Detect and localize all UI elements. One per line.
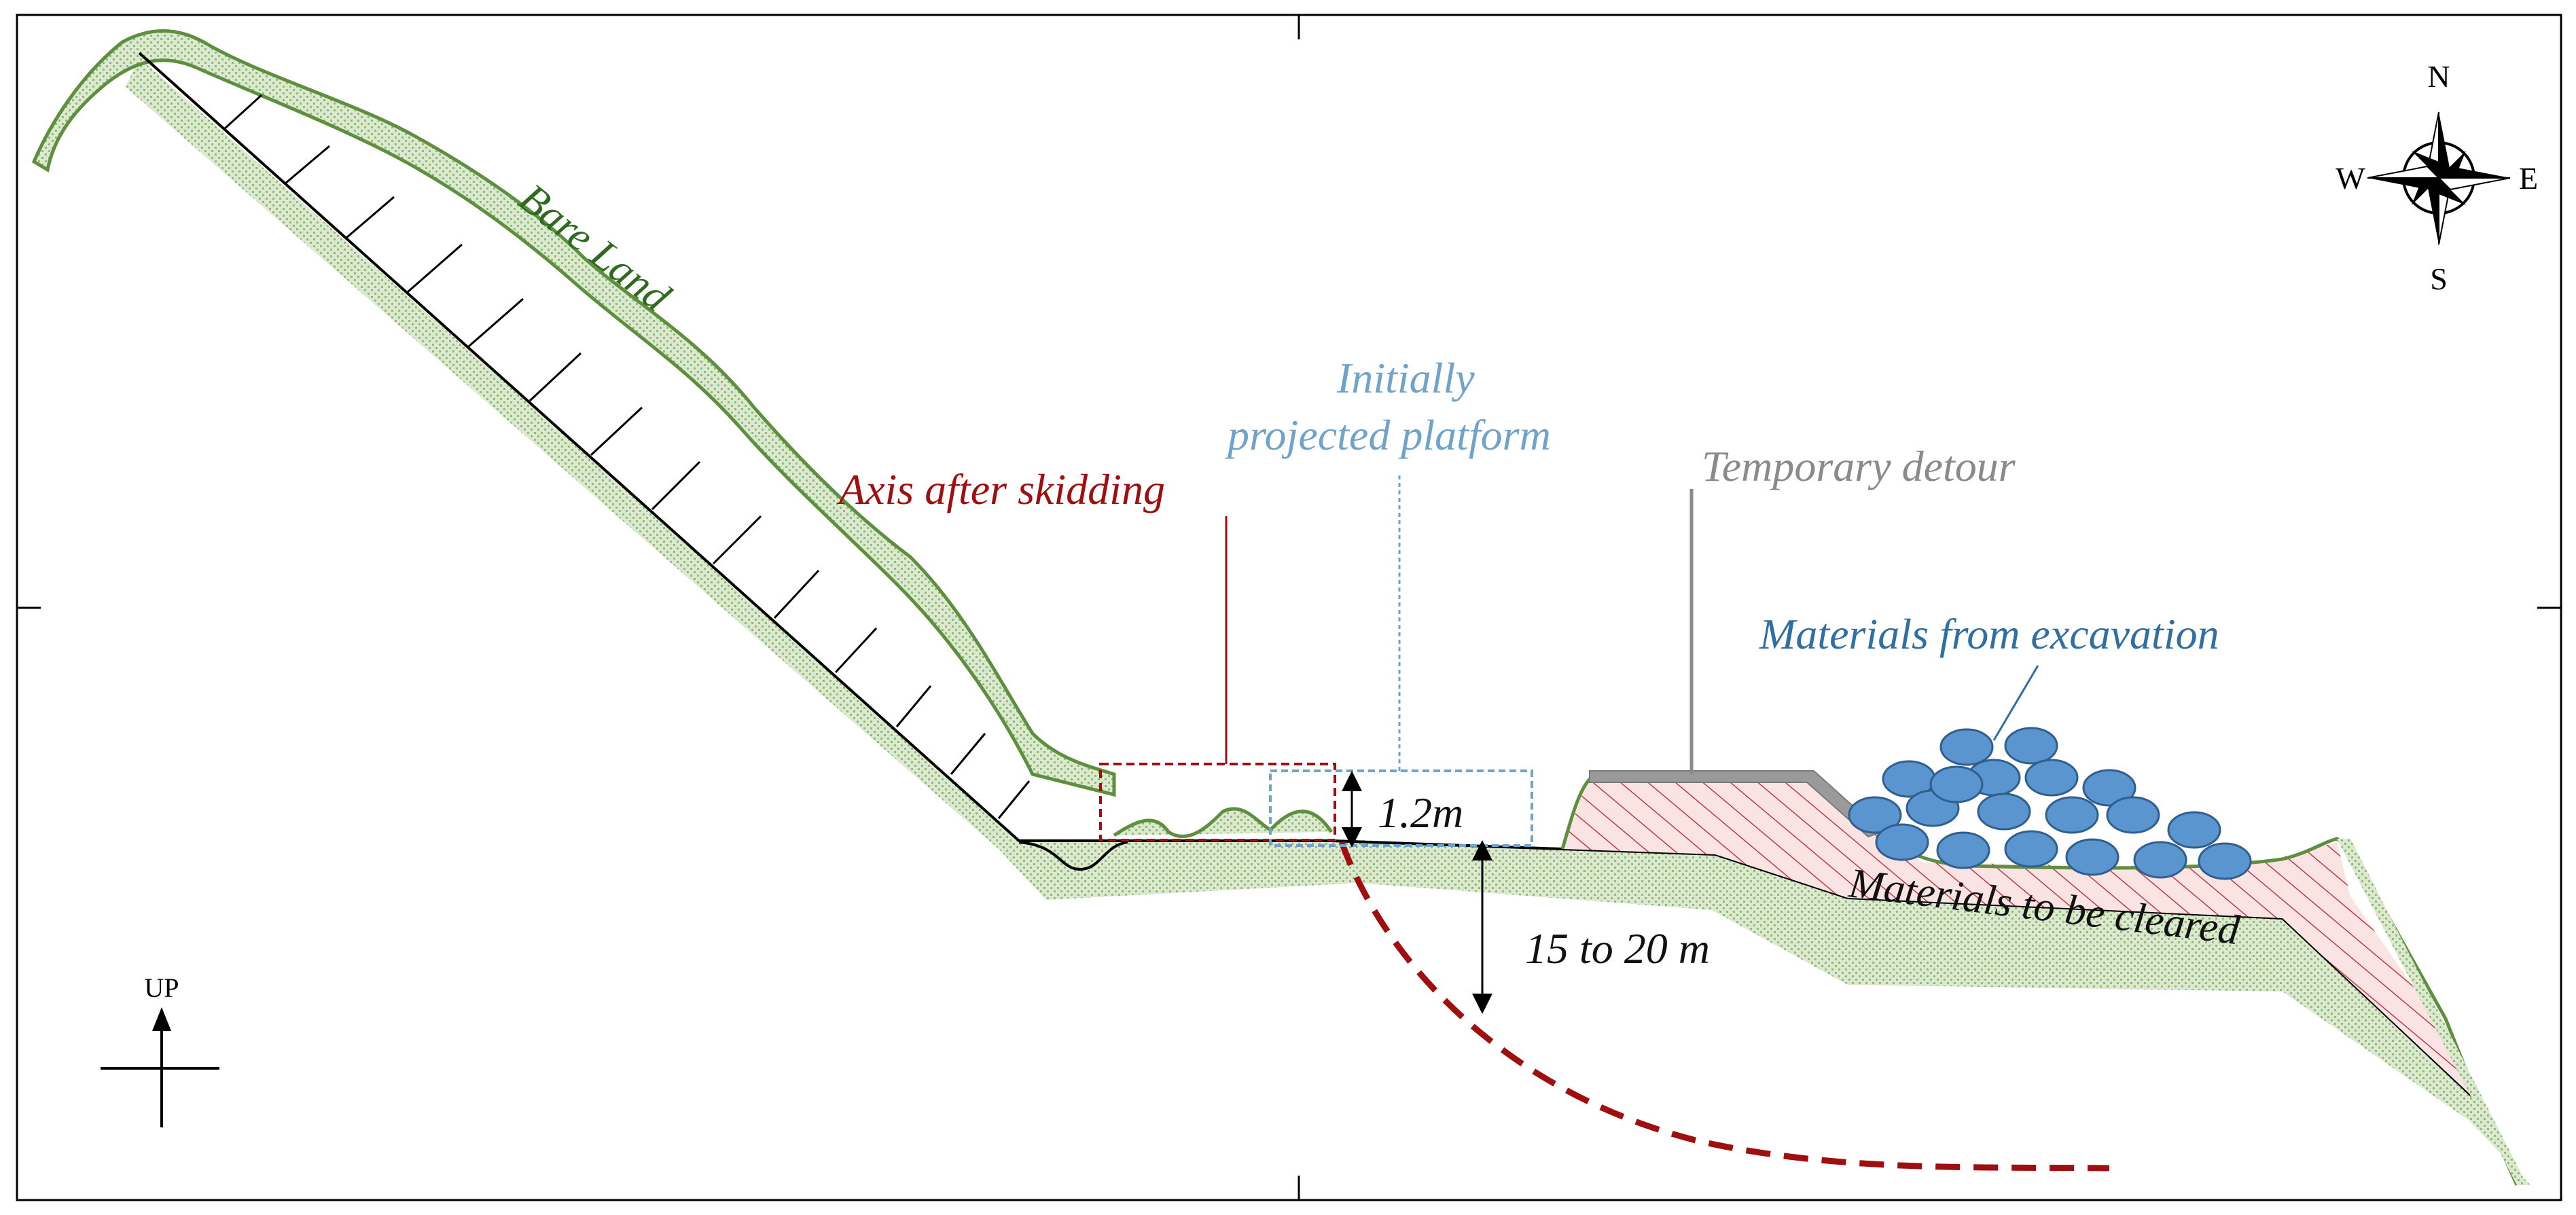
temporary-detour-label: Temporary detour <box>1702 442 2016 490</box>
subsurface-band <box>126 58 2530 1185</box>
axis-after-skidding-box <box>1099 763 1336 841</box>
initially-label-line2: projected platform <box>1225 411 1551 459</box>
ditch <box>1018 841 1128 871</box>
right-slope-band <box>2337 839 2527 1185</box>
compass-south-label: S <box>2430 261 2448 296</box>
up-label: UP <box>144 973 179 1003</box>
compass-east-label: E <box>2519 161 2538 196</box>
height-dimension-label: 1.2m <box>1378 788 1463 837</box>
up-arrow-icon: UP <box>101 973 219 1127</box>
initially-label-line1: Initially <box>1336 354 1475 402</box>
temporary-detour-band <box>1589 770 1883 838</box>
compass-west-label: W <box>2336 161 2365 196</box>
materials-from-excavation-label: Materials from excavation <box>1759 610 2219 658</box>
slip-surface-curve <box>1338 841 2110 1172</box>
depth-dimension-label: 15 to 20 m <box>1525 924 1710 973</box>
compass-north-label: N <box>2427 59 2450 94</box>
excavation-leader <box>1992 665 2039 741</box>
materials-to-be-cleared-area <box>1562 774 2473 1097</box>
frame <box>16 14 2562 1201</box>
excavation-boulders <box>1848 727 2252 880</box>
compass-rose-icon: N S E W <box>2336 59 2538 296</box>
axis-after-skidding-label: Axis after skidding <box>836 465 1165 513</box>
platform-berms <box>1113 807 1334 838</box>
initially-projected-platform-box <box>1269 769 1533 847</box>
stratification-ticks <box>223 94 1031 819</box>
bare-land-vegetation <box>31 29 1116 797</box>
